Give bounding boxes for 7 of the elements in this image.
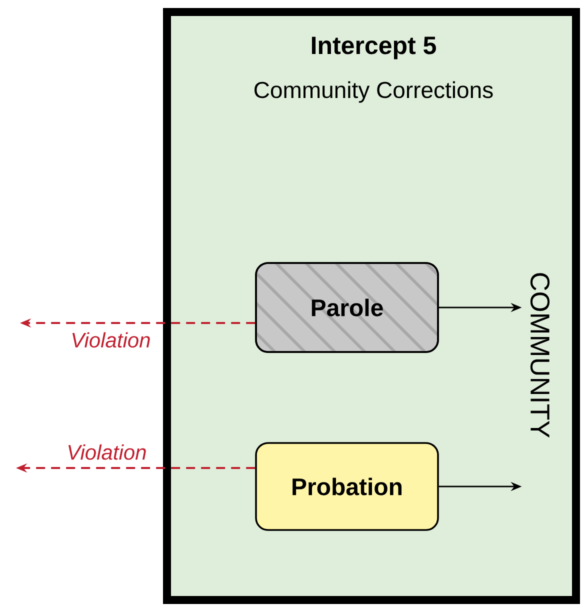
process-box: Parole — [255, 262, 439, 353]
panel-title: Intercept 5 — [312, 36, 436, 60]
vertical-label: COMMUNITY — [530, 273, 550, 438]
edge-label: Violation — [68, 444, 146, 460]
process-box: Probation — [255, 442, 439, 531]
edge-label: Violation — [72, 332, 150, 348]
panel-subtitle: Community Corrections — [254, 81, 493, 103]
